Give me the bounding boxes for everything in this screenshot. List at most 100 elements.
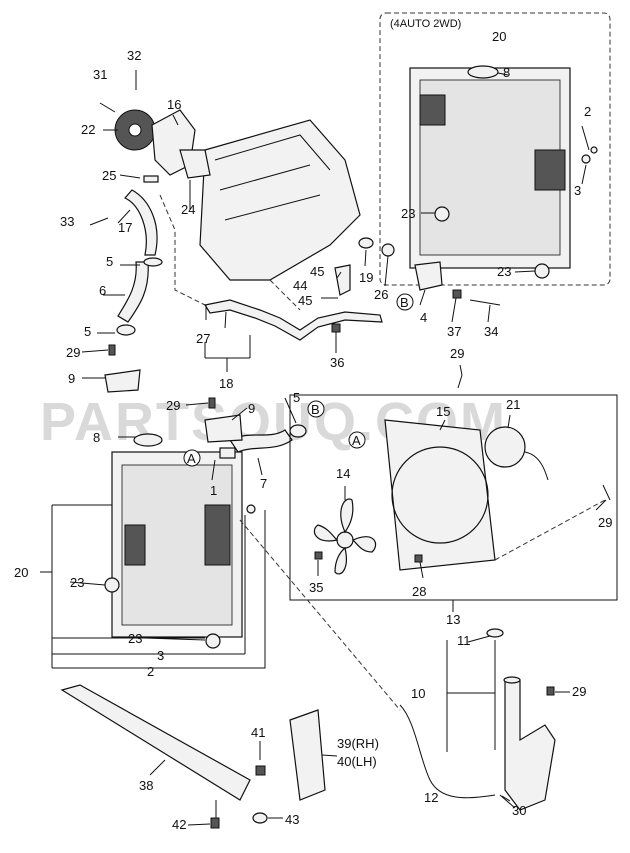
overflow-hose[interactable] [399,704,496,799]
callout-17: 17 [118,220,132,235]
leader-dashed-2 [269,279,301,311]
callout-42: 42 [172,817,186,832]
clip-30[interactable] [499,794,516,809]
inset-radiator[interactable] [409,67,571,269]
inset-drain-plug[interactable] [581,154,591,164]
undercover-38[interactable] [60,684,251,801]
bolt-31[interactable] [99,102,116,113]
marker-B-mid: B [307,400,325,418]
marker-A-left: A [183,449,201,467]
callout-44: 44 [293,278,307,293]
callout-29-top: 29 [450,346,464,361]
marker-A-right: A [348,431,366,449]
temp-sensor-44[interactable] [334,264,351,296]
bolt-29-left[interactable] [108,344,116,356]
leader-dashed-3 [494,499,606,561]
callout-21: 21 [506,397,520,412]
inset-frame [379,12,611,286]
callout-9-right: 9 [248,401,255,416]
callout-32: 32 [127,48,141,63]
callout-33: 33 [60,214,74,229]
drain-plug[interactable] [246,504,256,514]
leader-dashed-4 [239,519,401,711]
hose-clamp-5-right[interactable] [289,424,307,438]
callout-3: 3 [157,648,164,663]
callout-5-right: 5 [293,390,300,405]
callout-8: 8 [93,430,100,445]
callout-22: 22 [81,122,95,137]
callout-30: 30 [512,803,526,818]
fan-shroud[interactable] [384,419,496,571]
callout-2-inset: 2 [584,104,591,119]
screw-41[interactable] [255,765,266,776]
leader-dashed-1 [159,194,206,306]
radiator[interactable] [111,451,243,638]
callout-29-mid: 29 [166,398,180,413]
hose-clamp-5-top[interactable] [143,257,163,267]
bolt-33[interactable] [89,217,109,226]
nut-37[interactable] [452,289,462,299]
callout-18: 18 [219,376,233,391]
callout-29-left: 29 [66,345,80,360]
bolt-29-reservoir[interactable] [546,686,555,696]
radiator-bracket-9-right[interactable] [204,414,243,443]
inset-mount-insulator-upper[interactable] [434,206,450,222]
callout-35: 35 [309,580,323,595]
bolt-29-top[interactable] [457,374,463,389]
callout-1: 1 [210,483,217,498]
callout-31: 31 [93,67,107,82]
callout-2: 2 [147,664,154,679]
bolt-29-right[interactable] [602,484,611,501]
radiator-cap[interactable] [133,433,163,447]
callout-23-inset-lower: 23 [497,264,511,279]
radiator-hose-lower[interactable] [229,429,293,453]
air-guard-39-40[interactable] [289,709,326,801]
callout-36: 36 [330,355,344,370]
mount-insulator-upper[interactable] [104,577,120,593]
reservoir-callout-lines [446,640,495,752]
nut-36[interactable] [331,323,341,333]
callout-9-left: 9 [68,371,75,386]
callout-45-bottom: 45 [298,293,312,308]
inset-title: (4AUTO 2WD) [390,18,461,30]
fan-motor[interactable] [484,426,526,468]
gasket-26[interactable] [381,243,395,257]
bypass-hose[interactable] [124,189,158,256]
callout-8-inset: 8 [503,65,510,80]
thermostat[interactable] [358,237,374,249]
callout-7: 7 [260,476,267,491]
radiator-bracket-9-left[interactable] [104,369,141,393]
water-pump-gasket[interactable] [179,149,211,179]
cooling-fan[interactable] [313,498,377,575]
reservoir-cap[interactable] [486,628,504,638]
callout-24: 24 [181,202,195,217]
callout-11: 11 [457,633,471,648]
callout-23-lower: 23 [128,631,142,646]
nut-35[interactable] [314,551,323,560]
bolt-29-mid[interactable] [208,397,216,409]
callout-4: 4 [420,310,427,325]
inset-radiator-cap[interactable] [467,65,499,79]
callout-5-top: 5 [106,254,113,269]
callout-12: 12 [424,790,438,805]
bolt-42[interactable] [210,817,220,829]
callout-43: 43 [285,812,299,827]
callout-14: 14 [336,466,350,481]
bolt-34[interactable] [469,299,501,306]
water-outlet-fitting[interactable] [414,261,443,291]
bolt-28[interactable] [414,554,423,563]
clip-43[interactable] [252,812,268,824]
inset-drain-plug-gasket[interactable] [590,146,598,154]
inset-mount-insulator-lower[interactable] [534,263,550,279]
radiator-hose-upper[interactable] [117,261,149,323]
radiator-callout-lines [51,504,266,669]
coolant-reservoir[interactable] [504,679,556,811]
clamp-25[interactable] [143,175,159,183]
hose-clamp-5-bottom[interactable] [116,324,136,336]
hose-clamp-1[interactable] [219,447,236,459]
mount-insulator-lower[interactable] [205,633,221,649]
heater-pipe[interactable] [204,299,383,341]
callout-40: 40(LH) [337,754,377,769]
engine-block [199,119,361,281]
